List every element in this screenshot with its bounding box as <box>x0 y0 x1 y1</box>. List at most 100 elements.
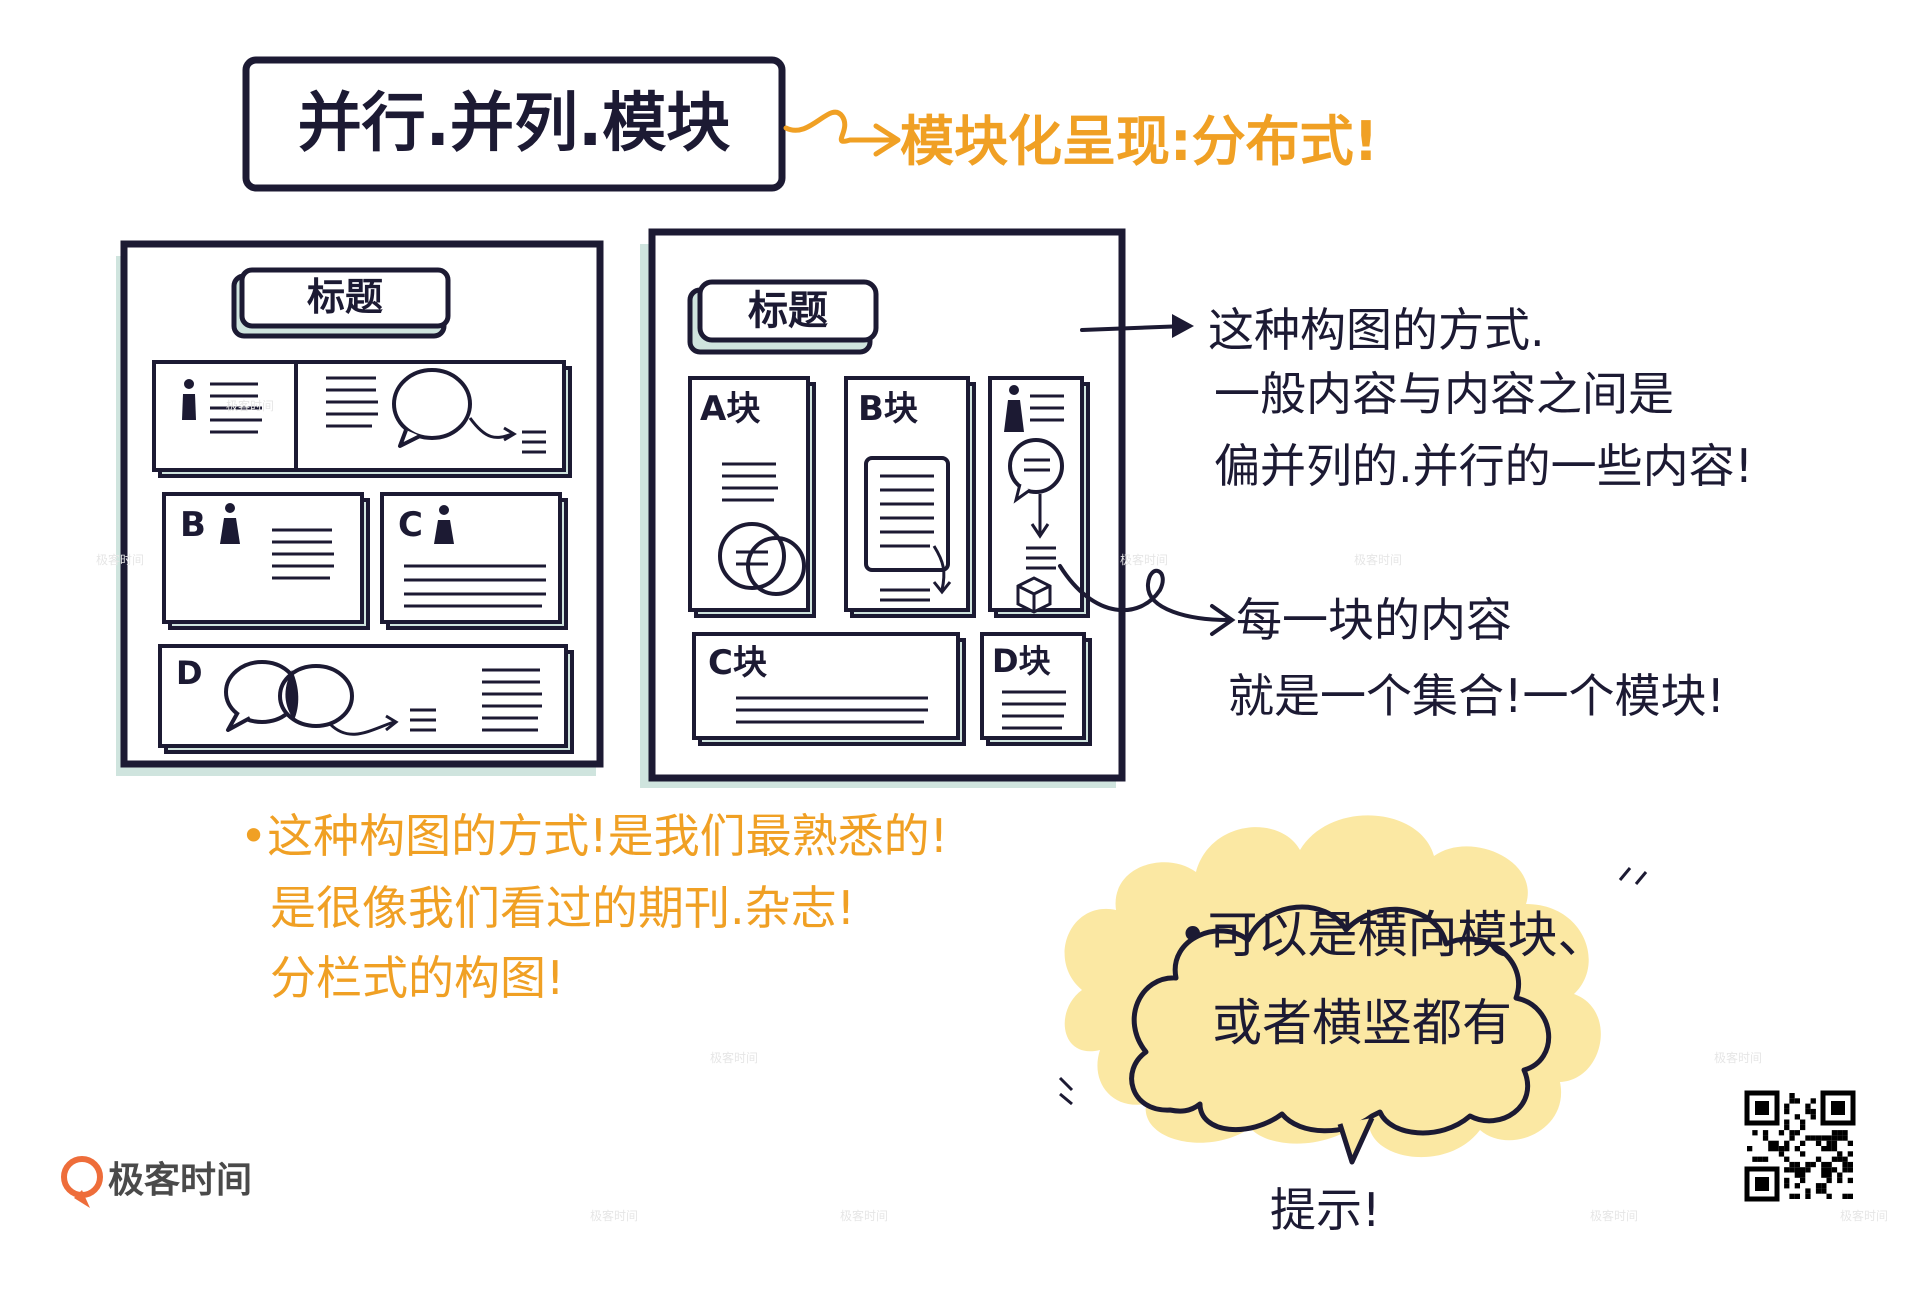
qr-module <box>1821 1172 1827 1178</box>
person-icon <box>220 503 240 544</box>
qr-module <box>1831 1167 1838 1173</box>
qr-module <box>1815 1140 1822 1146</box>
qr-module <box>1805 1193 1811 1199</box>
text-lines-icon <box>722 462 778 502</box>
qr-module <box>1821 1135 1827 1141</box>
note-line: 分栏式的构图! <box>270 951 564 1005</box>
note-line: 偏并列的.并行的一些内容! <box>1214 439 1753 493</box>
qr-module <box>1800 1119 1806 1125</box>
overlapping-speech-bubbles-icon <box>224 660 399 736</box>
watermark: 极客时间 <box>710 1050 758 1065</box>
qr-module <box>1821 1188 1827 1194</box>
qr-module <box>1826 1146 1832 1152</box>
qr-module <box>1847 1140 1853 1146</box>
qr-module <box>1815 1156 1822 1162</box>
note-line: •这种构图的方式!是我们最熟悉的! <box>240 809 948 863</box>
qr-module <box>1784 1156 1790 1162</box>
qr-module <box>1837 1135 1843 1141</box>
qr-module <box>1810 1161 1816 1168</box>
qr-module <box>1842 1156 1848 1162</box>
watermark: 极客时间 <box>1840 1208 1888 1223</box>
qr-module <box>1821 1161 1827 1168</box>
text-lines-icon <box>880 588 930 602</box>
qr-module <box>1826 1140 1832 1146</box>
note-right-middle: 每一块的内容 就是一个集合!一个模块! <box>1228 593 1725 723</box>
text-lines-icon <box>522 430 546 454</box>
qr-module <box>1800 1172 1806 1178</box>
qr-module <box>1847 1161 1853 1168</box>
text-lines-icon <box>1030 394 1064 422</box>
qr-module <box>1762 1156 1769 1162</box>
qr-module <box>1757 1156 1763 1162</box>
qr-module <box>1794 1130 1800 1136</box>
left-block-c-label: C <box>398 505 423 545</box>
qr-module <box>1842 1193 1848 1199</box>
watermark: 极客时间 <box>1120 552 1168 567</box>
qr-module <box>1842 1130 1848 1136</box>
right-block-a-label: A块 <box>700 389 760 429</box>
qr-module <box>1805 1108 1811 1115</box>
qr-module <box>1789 1193 1795 1199</box>
qr-module <box>1831 1130 1838 1136</box>
text-lines-icon <box>404 564 546 608</box>
geektime-logo-icon <box>61 1156 103 1208</box>
qr-module <box>1747 1146 1753 1152</box>
qr-module <box>1762 1130 1769 1136</box>
qr-module <box>1778 1151 1785 1157</box>
text-lines-icon <box>1002 690 1066 730</box>
qr-module <box>1821 1146 1827 1152</box>
qr-module <box>1847 1151 1853 1157</box>
note-line: 每一块的内容 <box>1236 593 1512 647</box>
watermark: 极客时间 <box>840 1208 888 1223</box>
qr-module <box>1784 1124 1790 1131</box>
document-card-icon <box>864 456 952 595</box>
qr-module <box>1805 1103 1811 1109</box>
cloud-caption: 提示! <box>1270 1183 1380 1237</box>
left-layout-panel: 标题 <box>116 240 604 776</box>
qr-module <box>1784 1103 1790 1109</box>
qr-module <box>1794 1193 1800 1199</box>
right-layout-panel: 标题 A块 B块 <box>640 228 1126 788</box>
left-block-b-label: B <box>180 505 206 545</box>
page-title: 并行.并列.模块 <box>298 87 731 161</box>
qr-module <box>1794 1172 1800 1178</box>
qr-code-icon <box>1744 1090 1856 1202</box>
qr-module <box>1837 1172 1843 1178</box>
qr-module <box>1789 1161 1795 1168</box>
cube-icon <box>1016 576 1052 614</box>
left-panel-heading: 标题 <box>307 275 383 319</box>
qr-module <box>1805 1188 1811 1194</box>
person-icon <box>434 505 454 544</box>
qr-module <box>1800 1177 1806 1184</box>
qr-module <box>1805 1135 1811 1141</box>
qr-module <box>1794 1146 1800 1152</box>
qr-module <box>1800 1124 1806 1131</box>
right-block-d-label: D块 <box>992 642 1051 680</box>
qr-module <box>1842 1161 1848 1168</box>
qr-module <box>1794 1167 1800 1173</box>
qr-module <box>1794 1098 1800 1104</box>
note-line: 就是一个集合!一个模块! <box>1228 669 1725 723</box>
qr-module <box>1784 1167 1790 1173</box>
qr-module <box>1800 1167 1806 1173</box>
qr-module <box>1762 1135 1769 1141</box>
qr-module <box>1794 1161 1800 1168</box>
note-line: 是很像我们看过的期刊.杂志! <box>270 881 855 935</box>
qr-module <box>1837 1130 1843 1136</box>
watermark: 极客时间 <box>1590 1208 1638 1223</box>
thought-cloud <box>1058 815 1648 1165</box>
qr-module <box>1815 1183 1822 1189</box>
cloud-text: •可以是横向模块、 或者横竖都有 <box>1178 906 1608 1052</box>
qr-module <box>1837 1156 1843 1162</box>
qr-module <box>1842 1135 1848 1141</box>
qr-module <box>1842 1167 1848 1173</box>
qr-module <box>1752 1130 1758 1136</box>
qr-module <box>1831 1140 1838 1146</box>
qr-module <box>1810 1098 1816 1104</box>
qr-module <box>1794 1114 1800 1120</box>
qr-module <box>1784 1119 1790 1125</box>
note-line: 一般内容与内容之间是 <box>1214 367 1674 421</box>
qr-module <box>1794 1183 1800 1189</box>
qr-module <box>1847 1177 1853 1184</box>
